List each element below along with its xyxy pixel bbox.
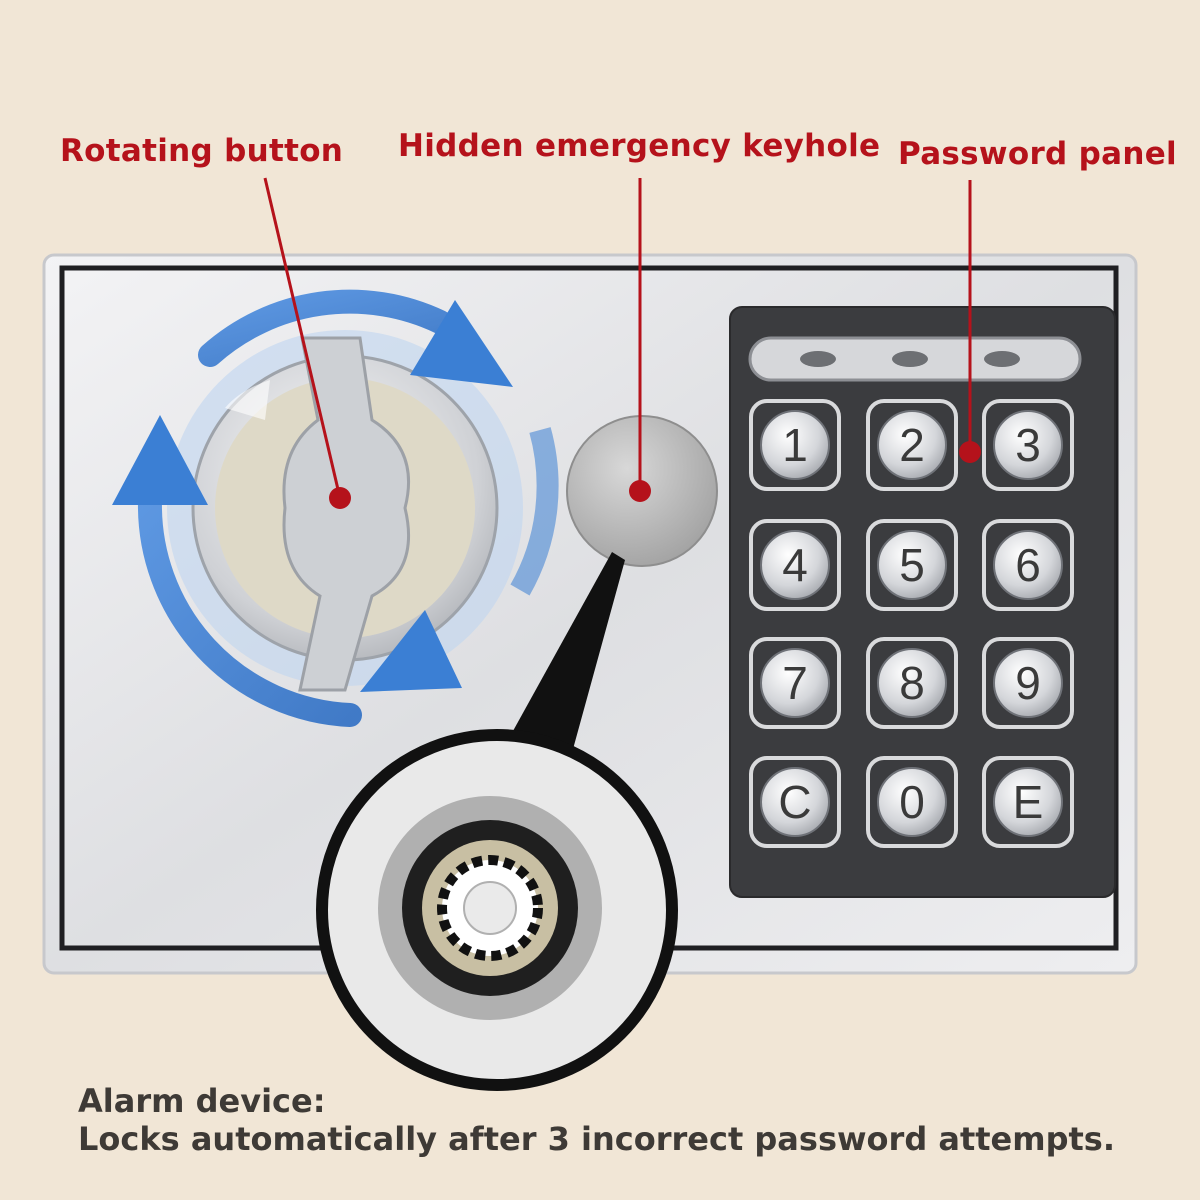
key-label: 0 <box>899 776 925 828</box>
keypad: 1 2 3 4 5 6 7 8 9C 0 E <box>749 399 1074 848</box>
key-6[interactable]: 6 <box>982 519 1074 611</box>
rotating-knob[interactable] <box>167 330 523 692</box>
key-3[interactable]: 3 <box>982 399 1074 491</box>
alarm-caption: Alarm device: Locks automatically after … <box>78 1082 1115 1158</box>
key-1[interactable]: 1 <box>749 399 841 491</box>
callout-rotating-button: Rotating button <box>60 133 344 169</box>
key-2[interactable]: 2 <box>866 399 958 491</box>
callout-dot <box>329 487 351 509</box>
key-label: E <box>1013 776 1044 828</box>
key-label: 9 <box>1015 657 1041 709</box>
key-label: 6 <box>1015 539 1041 591</box>
alarm-description: Locks automatically after 3 incorrect pa… <box>78 1120 1115 1158</box>
led-indicator-icon <box>800 351 836 367</box>
key-0[interactable]: 0 <box>866 756 958 848</box>
key-e[interactable]: E <box>982 756 1074 848</box>
key-7[interactable]: 7 <box>749 637 841 729</box>
callout-lines <box>263 177 972 499</box>
key-label: 5 <box>899 539 925 591</box>
key-label: 1 <box>782 419 808 471</box>
key-label: C <box>778 776 811 828</box>
alarm-title: Alarm device: <box>78 1082 326 1120</box>
keyhole-zoom <box>316 729 678 1091</box>
key-label: 3 <box>1015 419 1041 471</box>
callout-dot <box>629 480 651 502</box>
callout-hidden-keyhole: Hidden emergency keyhole <box>398 128 881 164</box>
callout-password-panel: Password panel <box>898 136 1177 172</box>
key-label: 4 <box>782 539 808 591</box>
key-label: 7 <box>782 657 808 709</box>
led-indicator-icon <box>892 351 928 367</box>
key-8[interactable]: 8 <box>866 637 958 729</box>
led-indicator-icon <box>984 351 1020 367</box>
key-5[interactable]: 5 <box>866 519 958 611</box>
zoom-pointer <box>508 552 625 760</box>
callout-dot <box>959 441 981 463</box>
rotation-arrows-icon <box>112 289 559 727</box>
key-4[interactable]: 4 <box>749 519 841 611</box>
key-label: 2 <box>899 419 925 471</box>
key-label: 8 <box>899 657 925 709</box>
key-9[interactable]: 9 <box>982 637 1074 729</box>
key-c[interactable]: C <box>749 756 841 848</box>
